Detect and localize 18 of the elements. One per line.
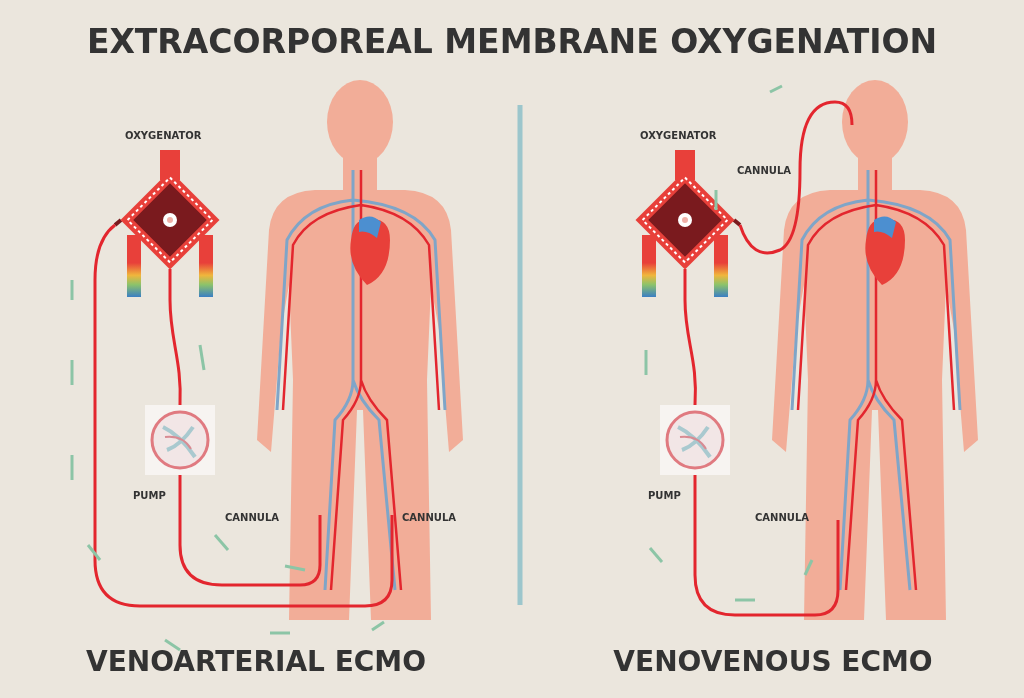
part-label: PUMP bbox=[133, 490, 166, 501]
tube-line bbox=[93, 223, 394, 608]
diagram-title: EXTRACORPOREAL MEMBRANE OXYGENATION bbox=[86, 22, 938, 61]
section-heading: VENOARTERIAL ECMO bbox=[85, 645, 427, 678]
tube-line bbox=[683, 299, 697, 406]
part-label: PUMP bbox=[648, 490, 681, 501]
tube-line bbox=[168, 299, 182, 406]
part-label: OXYGENATOR bbox=[640, 130, 717, 141]
part-label: CANNULA bbox=[755, 512, 810, 523]
part-label: CANNULA bbox=[225, 512, 280, 523]
pump-drawing bbox=[145, 405, 215, 475]
pump-drawing bbox=[660, 405, 730, 475]
tube-line bbox=[693, 475, 840, 617]
part-label: CANNULA bbox=[402, 512, 457, 523]
part-label: OXYGENATOR bbox=[125, 130, 202, 141]
tube-line bbox=[178, 475, 322, 587]
section-heading: VENOVENOUS ECMO bbox=[613, 645, 933, 678]
tube-line bbox=[738, 100, 854, 255]
